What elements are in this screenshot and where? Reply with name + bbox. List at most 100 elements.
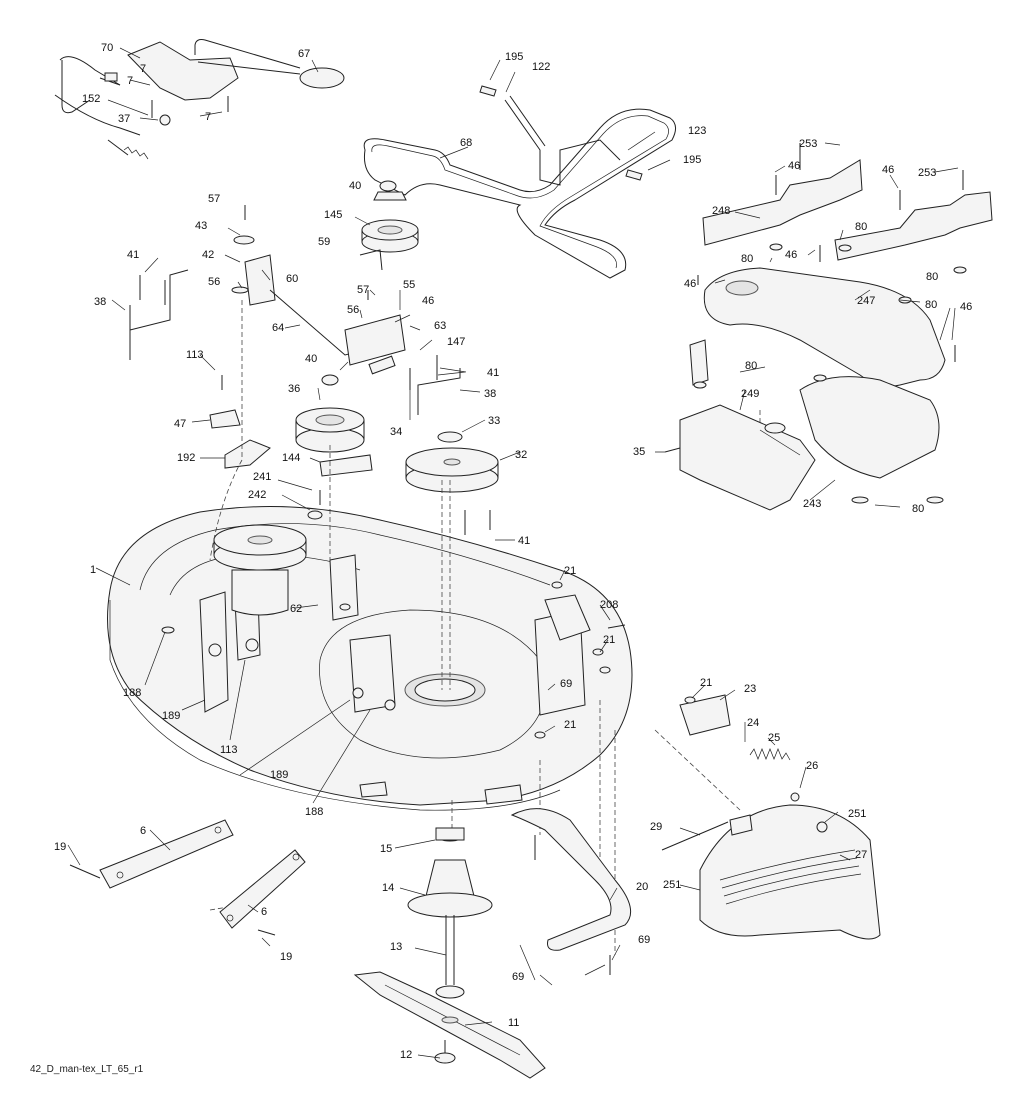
pulley-32: [405, 447, 499, 493]
part-label: 64: [272, 322, 284, 334]
part-label: 253: [918, 167, 936, 179]
part-label: 25: [768, 732, 780, 744]
deck-spindle-pulley: [213, 524, 307, 616]
lift-lever-assembly: [54, 39, 345, 160]
part-label: 46: [785, 249, 797, 261]
part-label: 56: [208, 276, 220, 288]
part-label: 41: [518, 535, 530, 547]
part-label: 60: [286, 273, 298, 285]
part-label: 35: [633, 446, 645, 458]
part-label: 251: [848, 808, 866, 820]
part-label: 247: [857, 295, 875, 307]
part-label: 7: [205, 111, 211, 123]
part-label: 188: [305, 806, 323, 818]
part-label: 241: [253, 471, 271, 483]
part-label: 248: [712, 205, 730, 217]
part-label: 55: [403, 279, 415, 291]
part-label: 123: [688, 125, 706, 137]
part-label: 242: [248, 489, 266, 501]
part-label: 32: [515, 449, 527, 461]
part-label: 34: [390, 426, 402, 438]
part-label: 56: [347, 304, 359, 316]
part-label: 189: [270, 769, 288, 781]
belt-covers: [664, 159, 993, 511]
part-label: 113: [220, 744, 238, 756]
part-label: 7: [127, 75, 133, 87]
part-label: 47: [174, 418, 186, 430]
part-label: 41: [127, 249, 139, 261]
part-label: 195: [683, 154, 701, 166]
mower-deck: [107, 506, 633, 811]
part-label: 192: [177, 452, 195, 464]
part-label: 67: [298, 48, 310, 60]
part-label: 113: [186, 349, 204, 361]
part-label: 80: [912, 503, 924, 515]
part-label: 69: [638, 934, 650, 946]
part-label: 1: [90, 564, 96, 576]
part-label: 29: [650, 821, 662, 833]
part-label: 208: [600, 599, 618, 611]
spindle-assembly: [407, 827, 493, 999]
idler-pulley-36: [295, 407, 365, 453]
part-label: 19: [280, 951, 292, 963]
part-label: 188: [123, 687, 141, 699]
part-label: 46: [788, 160, 800, 172]
part-label: 26: [806, 760, 818, 772]
belt-guide: [479, 85, 643, 186]
part-label: 80: [855, 221, 867, 233]
part-label: 38: [484, 388, 496, 400]
part-label: 46: [960, 301, 972, 313]
part-label: 69: [560, 678, 572, 690]
front-hangers: [69, 819, 306, 936]
part-label: 253: [799, 138, 817, 150]
part-label: 12: [400, 1049, 412, 1061]
idler-arm-brackets: [209, 235, 406, 477]
part-label: 69: [512, 971, 524, 983]
part-label: 59: [318, 236, 330, 248]
part-label: 23: [744, 683, 756, 695]
part-label: 7: [140, 63, 146, 75]
rear-hanger: [510, 808, 632, 951]
part-label: 38: [94, 296, 106, 308]
part-label: 152: [82, 93, 100, 105]
idler-pulley-145: [361, 191, 419, 253]
part-label: 62: [290, 603, 302, 615]
part-label: 24: [747, 717, 759, 729]
part-label: 14: [382, 882, 394, 894]
lift-links: [129, 269, 461, 415]
part-label: 243: [803, 498, 821, 510]
part-label: 19: [54, 841, 66, 853]
drawing-id: 42_D_man-tex_LT_65_r1: [30, 1064, 144, 1075]
part-label: 41: [487, 367, 499, 379]
part-label: 70: [101, 42, 113, 54]
part-label: 80: [741, 253, 753, 265]
part-label: 63: [434, 320, 446, 332]
part-label: 195: [505, 51, 523, 63]
part-label: 36: [288, 383, 300, 395]
part-label: 21: [564, 565, 576, 577]
part-label: 37: [118, 113, 130, 125]
part-label: 80: [925, 299, 937, 311]
part-label: 57: [208, 193, 220, 205]
nut-33: [437, 431, 463, 443]
part-label: 11: [508, 1017, 519, 1029]
discharge-chute: [661, 694, 881, 940]
part-label: 189: [162, 710, 180, 722]
part-label: 249: [741, 388, 759, 400]
part-label: 144: [282, 452, 300, 464]
part-label: 21: [603, 634, 615, 646]
part-label: 21: [700, 677, 712, 689]
part-label: 33: [488, 415, 500, 427]
part-label: 80: [926, 271, 938, 283]
part-number-callouts: 70 67 7 7 152 37 7 195 122 68 123 195 25…: [54, 42, 972, 1061]
part-label: 145: [324, 209, 342, 221]
deck-hardware: [161, 180, 696, 739]
part-label: 13: [390, 941, 402, 953]
part-label: 80: [745, 360, 757, 372]
part-label: 21: [564, 719, 576, 731]
part-label: 15: [380, 843, 392, 855]
part-label: 147: [447, 336, 465, 348]
part-label: 46: [684, 278, 696, 290]
part-label: 6: [261, 906, 267, 918]
